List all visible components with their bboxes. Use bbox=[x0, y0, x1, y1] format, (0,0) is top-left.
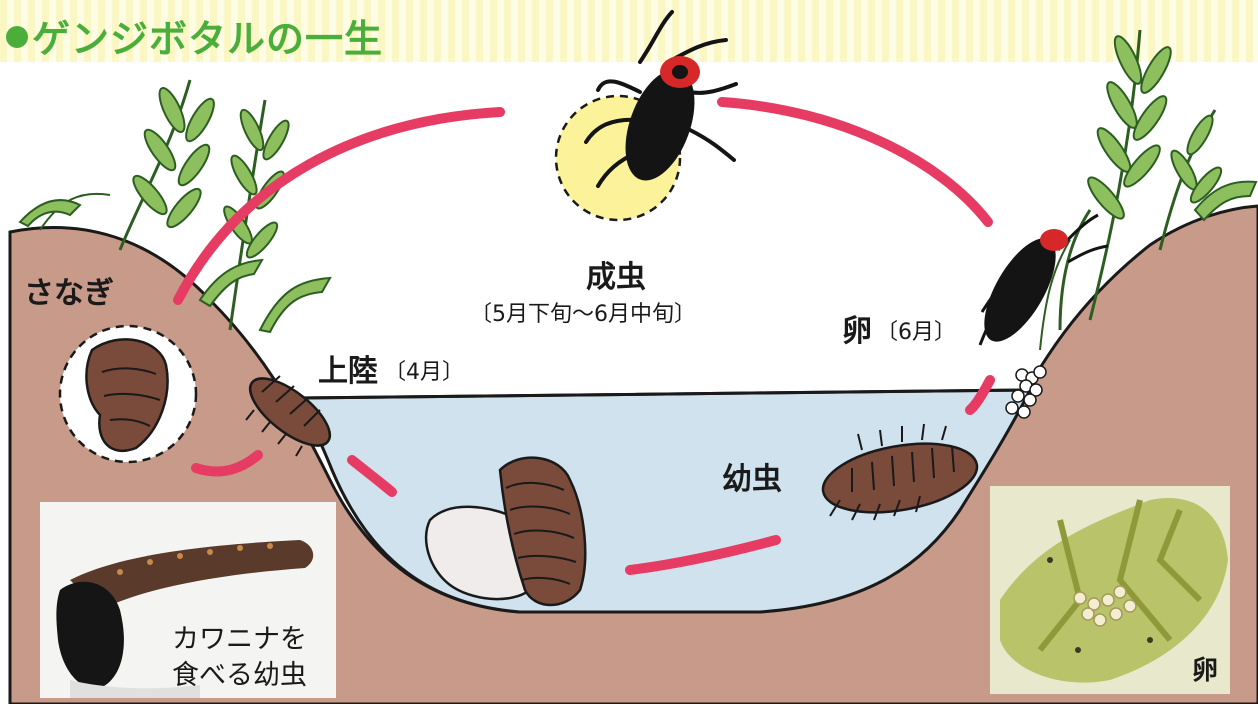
larva-stage-label: 幼虫 bbox=[722, 462, 782, 497]
left-grass bbox=[18, 79, 332, 334]
eggs-on-moss-photo bbox=[990, 486, 1230, 694]
egg-stage-period: 〔6月〕 bbox=[876, 320, 956, 345]
header-banner bbox=[0, 0, 1258, 62]
right-grass bbox=[1039, 29, 1258, 351]
page-title: ゲンジボタルの一生 bbox=[6, 8, 383, 63]
pupa-stage-label: さなぎ bbox=[24, 276, 114, 311]
egg-photo-caption: 卵 bbox=[1192, 656, 1219, 686]
arrow-adult-to-egg bbox=[717, 97, 993, 227]
larva-photo-caption-line2: 食べる幼虫 bbox=[172, 660, 307, 691]
arrow-landing-to-pupa bbox=[191, 450, 263, 477]
title-bullet-icon bbox=[6, 26, 28, 48]
arrow-egg-to-water bbox=[965, 375, 995, 415]
adult-stage-period: 〔5月下旬～6月中旬〕 bbox=[470, 302, 696, 327]
egg-laying-firefly-icon bbox=[978, 213, 1109, 346]
larva-eating-snail-photo bbox=[40, 502, 336, 698]
larva-photo-caption-line1: カワニナを bbox=[172, 624, 307, 655]
adult-stage-label: 成虫 bbox=[586, 260, 646, 295]
larva-with-snail-icon bbox=[424, 456, 587, 607]
egg-cluster-icon bbox=[1005, 365, 1047, 419]
landing-stage-period: 〔4月〕 bbox=[384, 360, 464, 385]
arrow-larva-to-shell bbox=[625, 535, 781, 575]
water-surface bbox=[297, 388, 1033, 400]
arrow-shell-to-landing bbox=[347, 455, 397, 497]
landing-stage-label: 上陸 bbox=[318, 354, 378, 389]
arrow-pupa-to-adult bbox=[173, 107, 505, 305]
egg-stage-label: 卵 bbox=[842, 314, 872, 349]
page-title-text: ゲンジボタルの一生 bbox=[32, 17, 384, 61]
lifecycle-arrows bbox=[173, 97, 995, 575]
adult-firefly-icon bbox=[554, 10, 738, 222]
landing-larva-icon bbox=[245, 375, 332, 457]
pupa-icon bbox=[58, 324, 198, 464]
water-larva-icon bbox=[821, 423, 979, 521]
